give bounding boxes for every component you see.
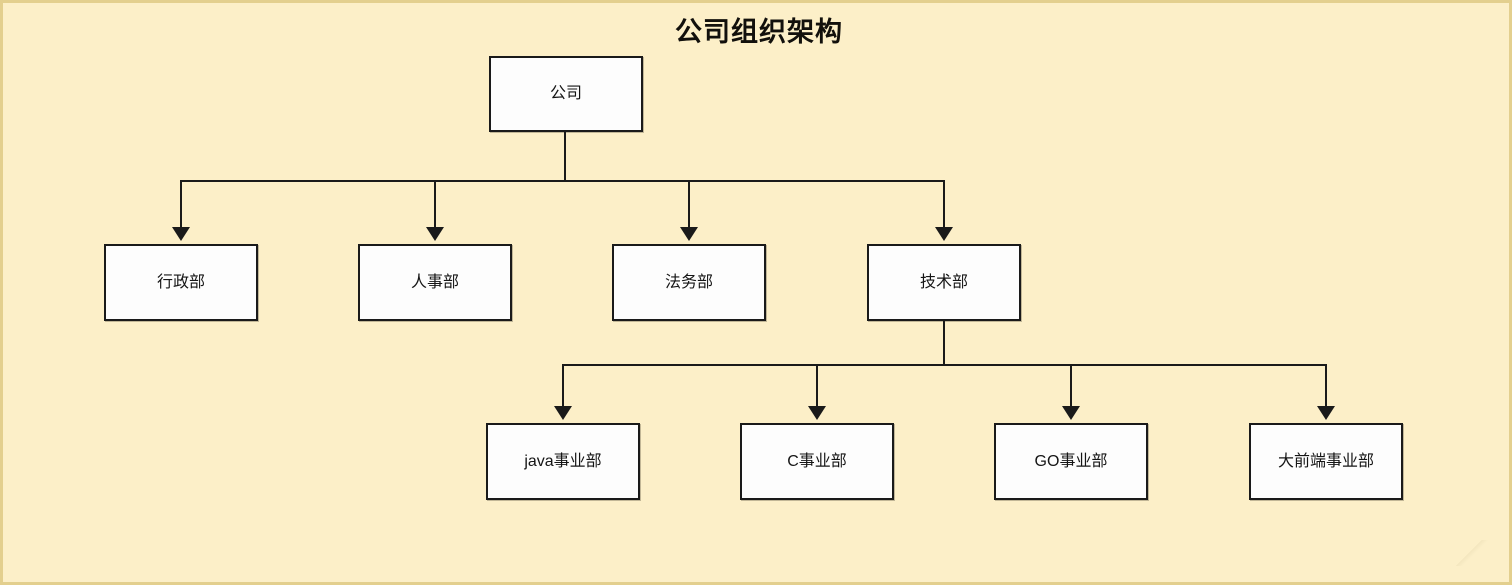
connector-tech-to-go	[1070, 364, 1072, 408]
org-node-admin[interactable]: 行政部	[104, 244, 258, 321]
arrowhead-company-to-tech	[935, 227, 953, 241]
org-node-legal[interactable]: 法务部	[612, 244, 766, 321]
org-node-frontend-label: 大前端事业部	[1277, 452, 1374, 470]
arrowhead-company-to-admin	[172, 227, 190, 241]
org-node-c[interactable]: C事业部	[740, 423, 894, 500]
connector-company-to-hr	[434, 180, 436, 229]
org-node-tech[interactable]: 技术部	[867, 244, 1021, 321]
connector-tech-to-frontend	[1325, 364, 1327, 408]
connector-company-stem	[564, 132, 566, 181]
arrowhead-company-to-legal	[680, 227, 698, 241]
org-node-java-label: java事业部	[524, 452, 602, 470]
arrowhead-tech-to-java	[554, 406, 572, 420]
connector-tech-to-c	[816, 364, 818, 408]
org-node-go[interactable]: GO事业部	[994, 423, 1148, 500]
connector-company-to-tech	[943, 180, 945, 229]
arrowhead-company-to-hr	[426, 227, 444, 241]
connector-company-to-legal	[688, 180, 690, 229]
org-node-hr[interactable]: 人事部	[358, 244, 512, 321]
connector-tech-bus	[562, 364, 1326, 366]
org-node-hr-label: 人事部	[410, 273, 459, 291]
org-node-legal-label: 法务部	[664, 273, 713, 291]
arrowhead-tech-to-c	[808, 406, 826, 420]
org-node-company[interactable]: 公司	[489, 56, 643, 132]
connector-tech-to-java	[562, 364, 564, 408]
arrowhead-tech-to-go	[1062, 406, 1080, 420]
page-title: 公司组织架构	[675, 17, 843, 47]
org-node-java[interactable]: java事业部	[486, 423, 640, 500]
org-node-admin-label: 行政部	[156, 273, 205, 291]
org-node-company-label: 公司	[549, 85, 582, 102]
watermark-artifact	[1449, 540, 1495, 566]
org-node-tech-label: 技术部	[919, 273, 968, 291]
connector-company-bus	[180, 180, 945, 182]
connector-tech-stem	[943, 321, 945, 365]
org-node-c-label: C事业部	[787, 452, 847, 470]
connector-company-to-admin	[180, 180, 182, 229]
arrowhead-tech-to-frontend	[1317, 406, 1335, 420]
org-node-frontend[interactable]: 大前端事业部	[1249, 423, 1403, 500]
org-node-go-label: GO事业部	[1034, 452, 1108, 470]
